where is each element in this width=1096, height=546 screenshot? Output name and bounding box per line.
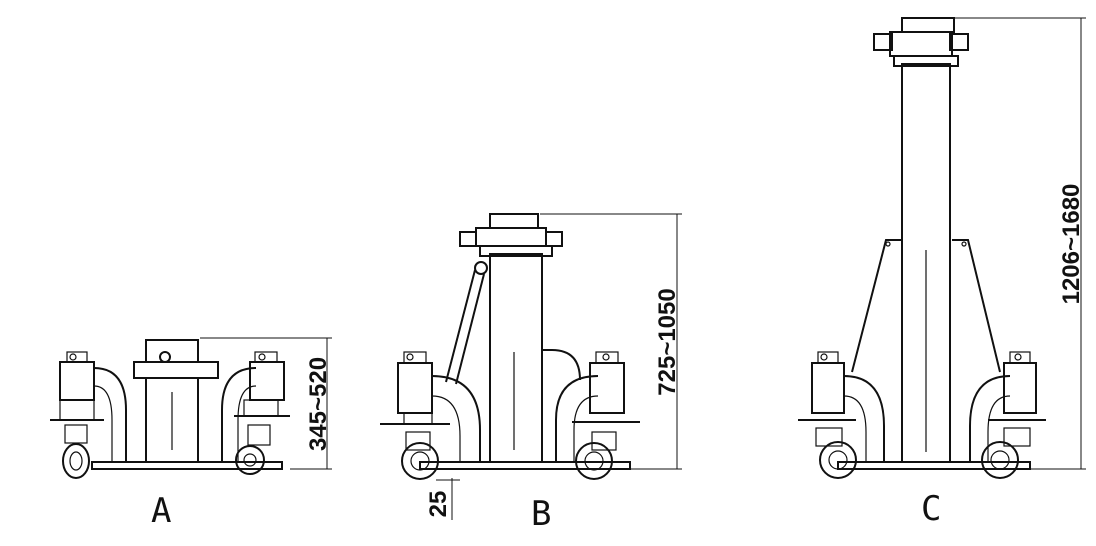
view-b-jack <box>380 213 682 520</box>
view-b-wheel-offset-dimension: 25 <box>425 491 452 518</box>
view-a-jack <box>50 337 332 479</box>
view-a-label: A <box>151 491 171 531</box>
view-c-jack <box>798 17 1086 479</box>
view-b-height-dimension: 725~1050 <box>654 288 681 395</box>
view-c-label: C <box>921 489 941 529</box>
view-a-height-dimension: 345~520 <box>305 357 332 451</box>
view-c-height-dimension: 1206~1680 <box>1058 184 1085 305</box>
view-b-label: B <box>531 494 551 534</box>
